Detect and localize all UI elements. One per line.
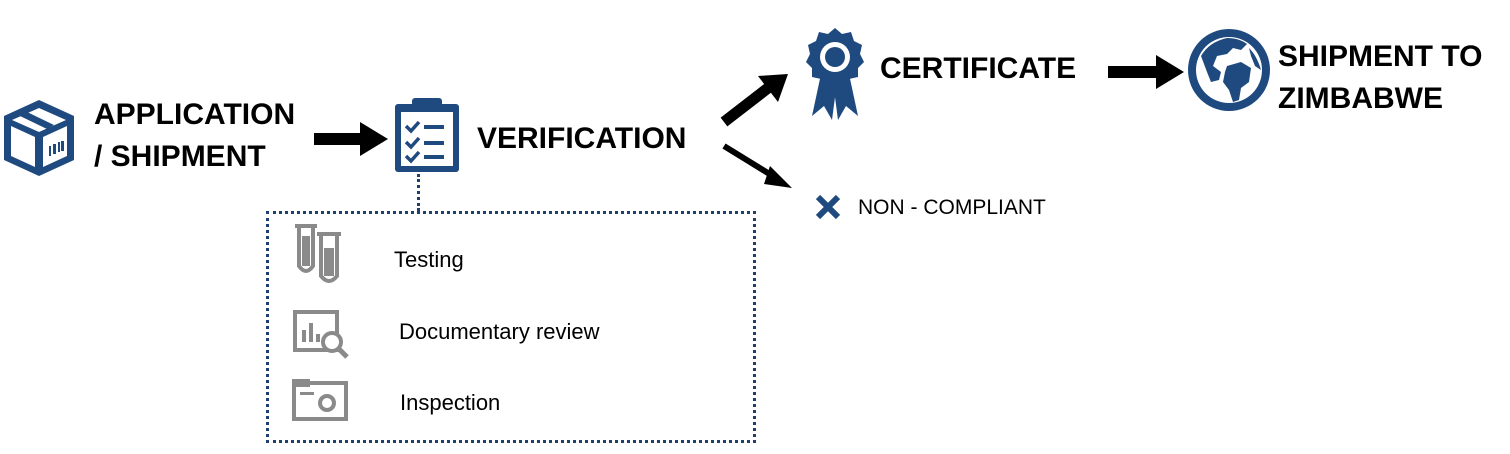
method-label-documentary: Documentary review: [399, 319, 600, 344]
method-label-testing: Testing: [394, 247, 464, 272]
arrow-to-shipment: [1108, 55, 1184, 89]
verification-methods-box: [266, 211, 756, 443]
test-tubes-icon: [295, 224, 341, 283]
x-mark-icon: [815, 194, 841, 220]
arrow-to-verification: [314, 122, 388, 156]
method-label-inspection: Inspection: [400, 390, 501, 415]
globe-icon: [1188, 29, 1270, 111]
package-box-icon: [4, 100, 74, 176]
shipment-label-line2: ZIMBABWE: [1278, 82, 1443, 115]
non-compliant-label: NON - COMPLIANT: [858, 196, 1046, 219]
application-label-line1: APPLICATION: [94, 98, 296, 131]
camera-icon: [292, 379, 348, 421]
application-label-line2: / SHIPMENT: [94, 140, 266, 173]
shipment-label-line1: SHIPMENT TO: [1278, 40, 1483, 73]
arrow-to-non-compliant: [722, 143, 792, 188]
award-ribbon-icon: [806, 28, 864, 120]
shipment-label: SHIPMENT TO ZIMBABWE: [1278, 36, 1482, 120]
application-label: APPLICATION / SHIPMENT: [94, 94, 295, 178]
arrow-to-certificate: [720, 74, 788, 127]
document-search-icon: [293, 310, 349, 359]
certificate-label: CERTIFICATE: [880, 52, 1077, 85]
verification-label: VERIFICATION: [477, 122, 687, 155]
checklist-clipboard-icon: [395, 98, 459, 172]
dotted-connector: [417, 174, 420, 211]
